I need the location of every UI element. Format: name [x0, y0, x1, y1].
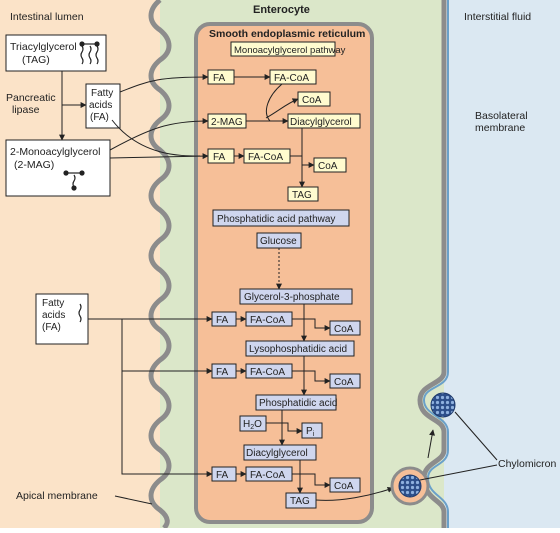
- mag-pathway-arrows: [109, 74, 315, 188]
- mag-molecule-head-1: [63, 170, 69, 176]
- pa-fa-3: FA: [216, 470, 229, 481]
- pa-g3p: Glycerol-3-phosphate: [244, 292, 340, 303]
- pa-pi: Pi: [306, 426, 315, 438]
- lipase-label-1: Pancreatic: [6, 92, 56, 104]
- fatty-acids-bottom-2: acids: [42, 310, 65, 321]
- pa-facoa-2: FA-CoA: [250, 367, 285, 378]
- pa-coa-3: CoA: [334, 481, 354, 492]
- chylomicron-pointer-2: [419, 464, 498, 481]
- fatty-acids-box-bottom: [35, 293, 89, 345]
- pa-pathway-arrows: [88, 248, 394, 501]
- apical-membrane-label: Apical membrane: [16, 490, 98, 502]
- exocytosis-arrow: [427, 429, 436, 459]
- basolateral-membrane-highlight: [422, 0, 449, 528]
- chylomicron-label: Chylomicron: [498, 458, 557, 470]
- pa-pathway-title-box: [212, 209, 350, 227]
- pa-facoa-1: FA-CoA: [250, 315, 285, 326]
- interstitial-background: [444, 0, 560, 528]
- mag-label-2: (2-MAG): [14, 159, 54, 171]
- mag-molecule-head-3: [79, 170, 85, 176]
- intestinal-lumen-title: Intestinal lumen: [10, 11, 84, 23]
- interstitial-fluid-title: Interstitial fluid: [464, 11, 531, 23]
- mag-tag: TAG: [292, 190, 312, 201]
- pa-g3p-box: [239, 288, 353, 305]
- mag-box: [5, 139, 111, 197]
- mag-fa-2: FA: [213, 152, 226, 163]
- fatty-acids-top-2: acids: [89, 100, 112, 111]
- pa-pa-box: [255, 394, 337, 411]
- pa-pa: Phosphatidic acid: [259, 398, 337, 409]
- pa-fa-2: FA: [216, 367, 229, 378]
- pa-facoa-3: FA-CoA: [250, 470, 285, 481]
- tag-molecule-head-1: [79, 41, 85, 47]
- mag-molecule-head-2: [71, 185, 77, 191]
- pa-lpa: Lysophosphatidic acid: [249, 344, 347, 355]
- mag-facoa-1: FA-CoA: [274, 73, 309, 84]
- mag-coa-2: CoA: [318, 161, 338, 172]
- basolateral-label-1: Basolateral: [475, 110, 528, 122]
- ser-title: Smooth endoplasmic reticulum: [209, 28, 365, 40]
- chylomicron-pointer-1: [454, 411, 498, 461]
- mag-2mag: 2-MAG: [211, 117, 243, 128]
- apical-membrane-pointer: [114, 495, 153, 505]
- mag-dag: Diacylglycerol: [290, 117, 352, 128]
- lipase-label-2: lipase: [12, 104, 40, 116]
- tag-molecule-head-2: [94, 41, 100, 47]
- pa-lpa-box: [245, 340, 355, 357]
- basolateral-label-2: membrane: [475, 122, 525, 134]
- fatty-acids-top-1: Fatty: [91, 88, 113, 99]
- pa-pathway-title: Phosphatidic acid pathway: [217, 214, 335, 225]
- mag-pathway-title: Monoacylglycerol pathway: [234, 45, 346, 56]
- enterocyte-title: Enterocyte: [253, 4, 310, 16]
- fatty-acids-top-3: (FA): [90, 112, 109, 123]
- pa-glucose: Glucose: [260, 236, 297, 247]
- pa-coa-2: CoA: [334, 377, 354, 388]
- mag-facoa-2: FA-CoA: [248, 152, 283, 163]
- apical-membrane-line: [148, 0, 172, 530]
- mag-coa-1: CoA: [302, 95, 322, 106]
- pa-dag: Diacylglycerol: [246, 448, 308, 459]
- mag-fa-1: FA: [213, 73, 226, 84]
- fatty-acid-chain-icon: [78, 303, 82, 323]
- pa-tag: TAG: [290, 496, 310, 507]
- fatty-acids-bottom-1: Fatty: [42, 298, 64, 309]
- pa-h2o: H2O: [243, 419, 262, 431]
- fatty-acids-box-top: [85, 83, 121, 129]
- fatty-acids-bottom-3: (FA): [42, 322, 61, 333]
- basolateral-membrane-line: [417, 0, 447, 528]
- mag-molecule-icon: [66, 172, 82, 188]
- tag-label-2: (TAG): [22, 54, 50, 66]
- pa-coa-1: CoA: [334, 324, 354, 335]
- tag-label-1: Triacylglycerol: [10, 41, 77, 53]
- mag-pathway: Monoacylglycerol pathway FA FA-CoA CoA 2…: [207, 41, 361, 202]
- pa-fa-1: FA: [216, 315, 229, 326]
- chylomicron-in-vesicle-icon: [398, 474, 422, 498]
- chylomicron-released-icon: [430, 392, 456, 418]
- mag-label-1: 2-Monoacylglycerol: [10, 146, 100, 158]
- mag-pathway-title-box: [230, 41, 336, 57]
